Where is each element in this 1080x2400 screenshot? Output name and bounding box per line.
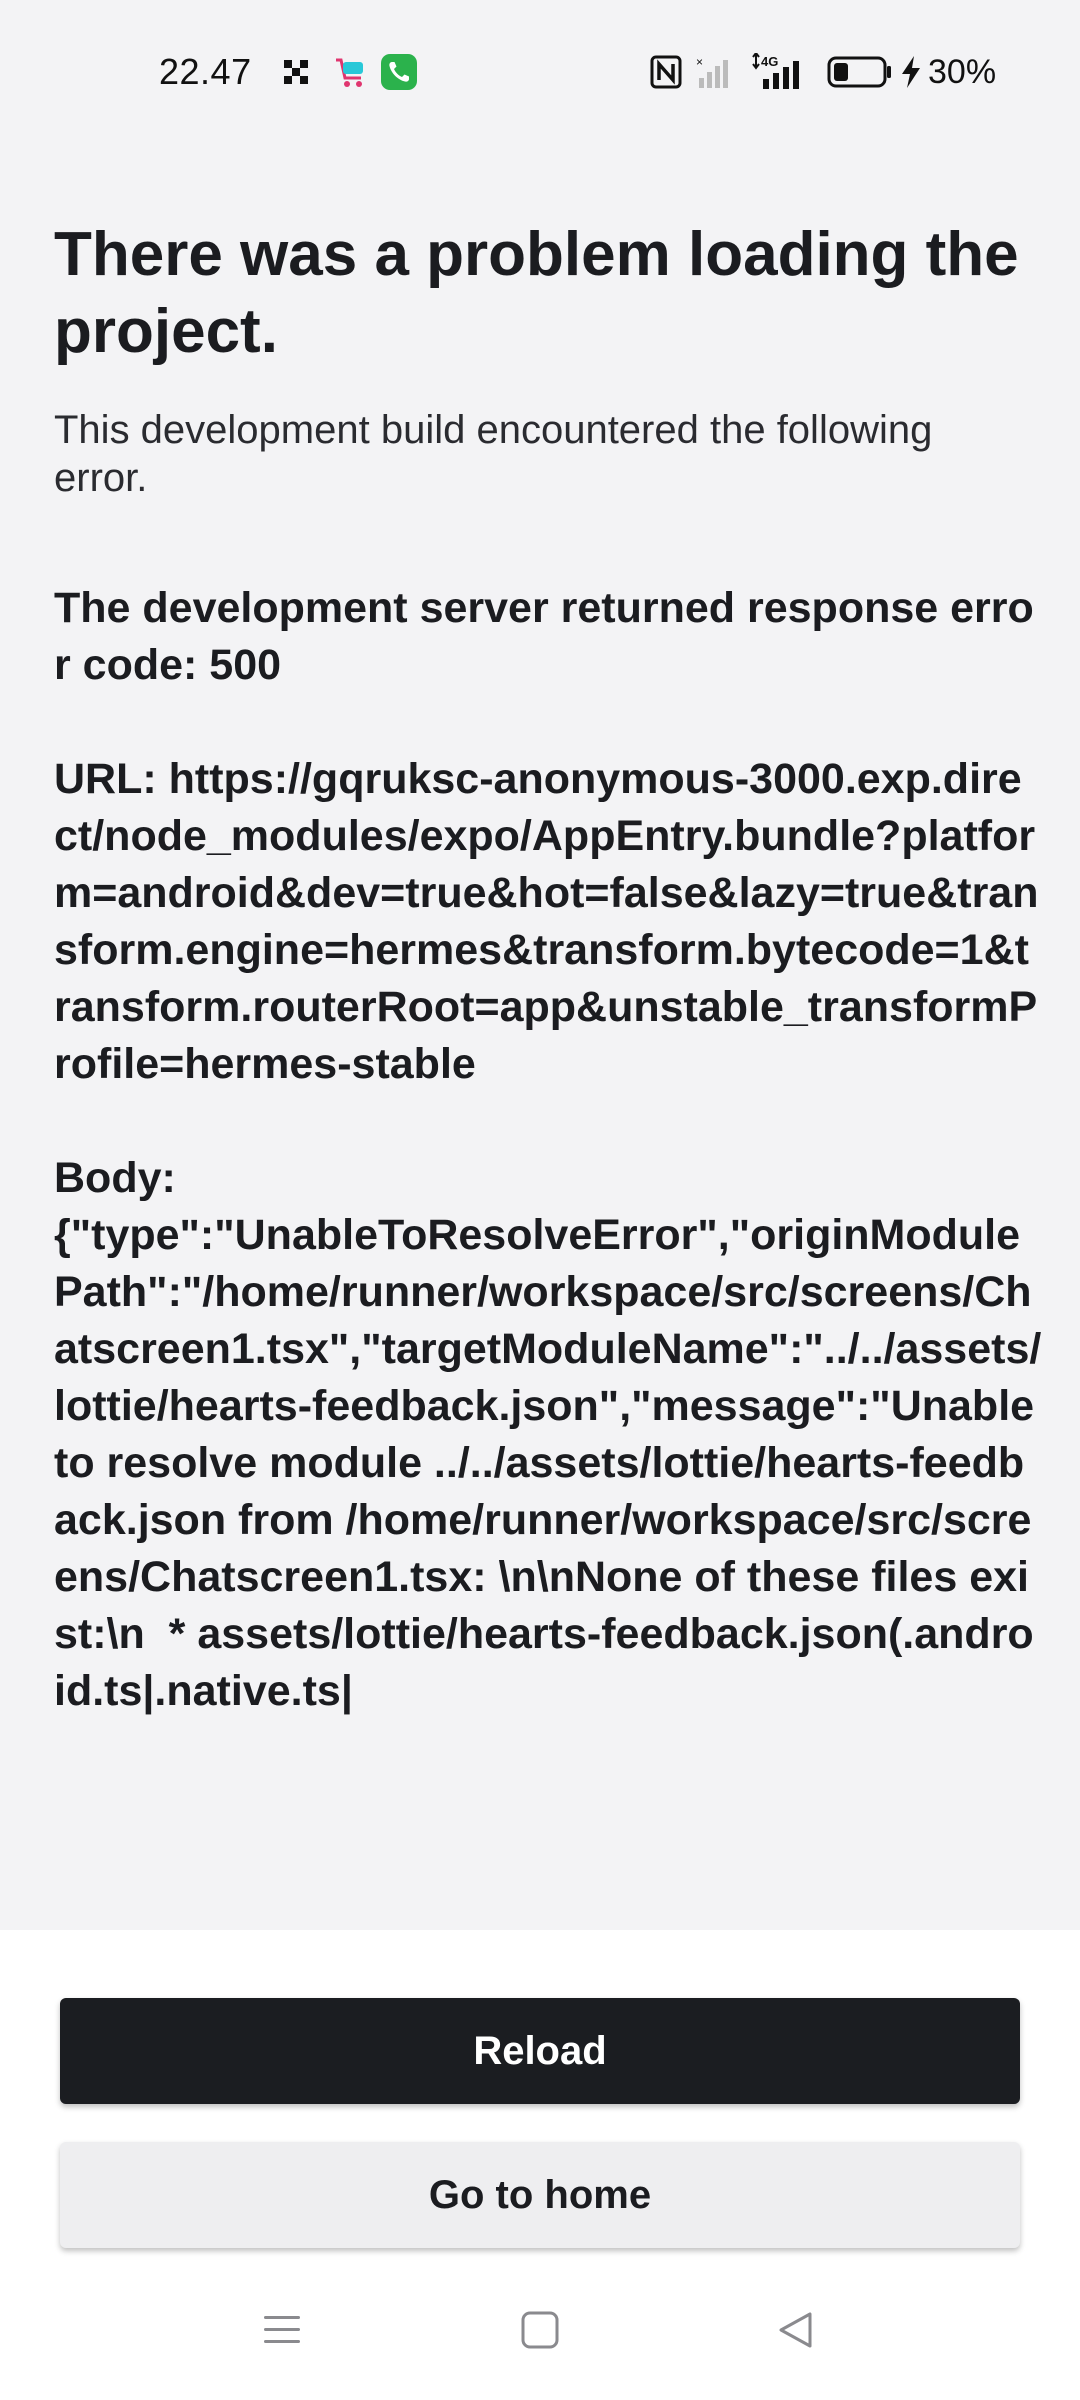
error-title: There was a problem loading the project. xyxy=(54,220,1019,366)
go-to-home-button[interactable]: Go to home xyxy=(60,2142,1020,2248)
menu-icon[interactable] xyxy=(252,2302,312,2358)
status-time: 22.47 xyxy=(159,51,252,92)
battery-icon xyxy=(826,50,894,94)
grid-app-icon xyxy=(278,50,314,94)
cart-app-icon xyxy=(330,50,370,94)
battery-percent: 30% xyxy=(928,53,997,91)
error-message: The development server returned response… xyxy=(54,584,1042,1715)
status-bar: 22.47 × xyxy=(0,0,1080,145)
home-square-icon[interactable] xyxy=(510,2302,570,2358)
signal-4g-icon: 4G xyxy=(748,50,814,94)
charging-bolt-icon xyxy=(898,50,924,94)
svg-text:4G: 4G xyxy=(761,54,778,69)
back-triangle-icon[interactable] xyxy=(766,2302,826,2358)
error-subtitle: This development build encountered the f… xyxy=(54,408,933,500)
action-panel: Reload Go to home xyxy=(0,1930,1080,2400)
signal-1-icon: × xyxy=(694,50,734,94)
error-content[interactable]: There was a problem loading the project.… xyxy=(0,200,1080,1930)
nfc-icon xyxy=(648,50,684,94)
phone-app-icon xyxy=(378,50,420,94)
navigation-bar xyxy=(0,2280,1080,2380)
svg-text:×: × xyxy=(696,55,703,69)
reload-button[interactable]: Reload xyxy=(60,1998,1020,2104)
